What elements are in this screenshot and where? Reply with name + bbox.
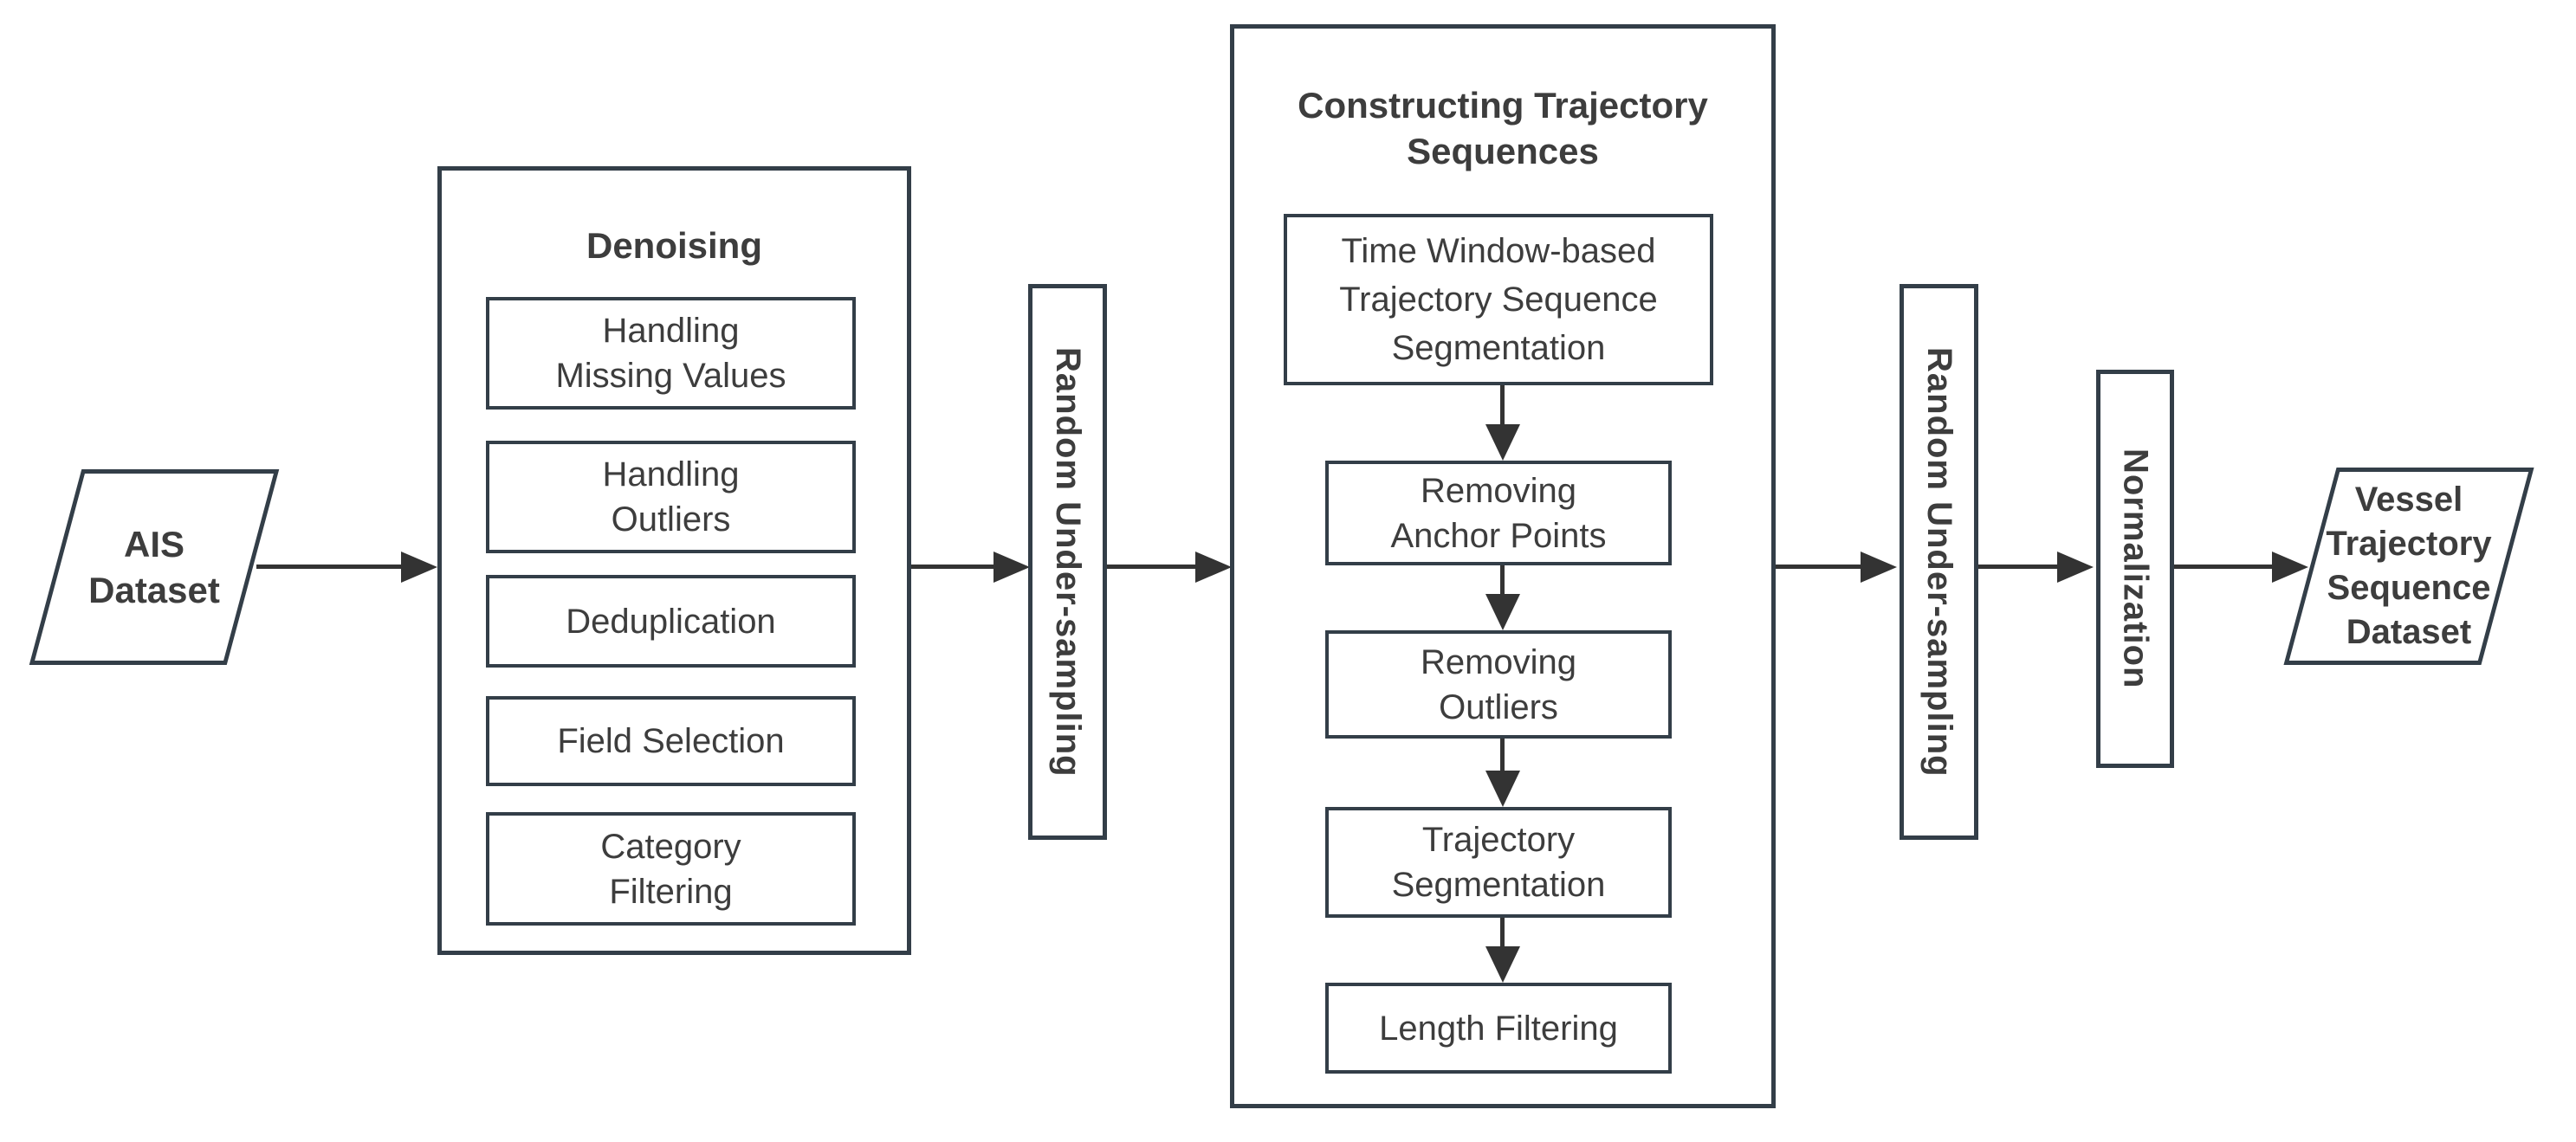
arrow-undersampling2-to-normalization [1978, 552, 2094, 583]
arrow-ais-to-denoising [256, 552, 437, 583]
step-length-filtering: Length Filtering [1325, 983, 1672, 1074]
step-handling-missing-values: Handling Missing Values [486, 297, 856, 410]
step-label: Removing Outliers [1420, 642, 1577, 726]
denoising-title: Denoising [586, 225, 762, 266]
step-time-window-segmentation: Time Window-based Trajectory Sequence Se… [1284, 214, 1713, 385]
step-label: Trajectory Segmentation [1391, 821, 1606, 904]
step-deduplication: Deduplication [486, 575, 856, 668]
step-removing-outliers: Removing Outliers [1325, 630, 1672, 739]
step-category-filtering: Category Filtering [486, 812, 856, 926]
denoising-container: Denoising Handling Missing Values Handli… [437, 166, 911, 955]
step-label: Removing Anchor Points [1390, 471, 1607, 555]
ais-dataset-label: AIS Dataset [88, 524, 220, 610]
arrow-segmentation-to-lengthfiltering [1485, 918, 1520, 983]
step-field-selection: Field Selection [486, 696, 856, 786]
normalization-node: Normalization [2096, 370, 2174, 768]
step-label: Handling Missing Values [555, 312, 786, 395]
constructing-trajectory-sequences-container: Constructing Trajectory Sequences Time W… [1230, 24, 1776, 1108]
arrow-anchorpoints-to-outliers [1485, 565, 1520, 630]
normalization-label: Normalization [2116, 448, 2155, 689]
vessel-trajectory-sequence-dataset-label: Vessel Trajectory Sequence Dataset [2326, 481, 2492, 651]
arrow-denoising-to-undersampling1 [911, 552, 1030, 583]
step-trajectory-segmentation: Trajectory Segmentation [1325, 807, 1672, 918]
constructing-trajectory-sequences-title: Constructing Trajectory Sequences [1298, 85, 1708, 171]
arrow-outliers-to-segmentation [1485, 739, 1520, 807]
arrow-undersampling1-to-constructing [1107, 552, 1232, 583]
step-label: Deduplication [566, 602, 776, 641]
vessel-trajectory-sequence-dataset-node: Vessel Trajectory Sequence Dataset [2283, 468, 2534, 665]
step-label: Length Filtering [1379, 1009, 1618, 1048]
ais-dataset-node: AIS Dataset [29, 469, 280, 665]
random-under-sampling-2-label: Random Under-sampling [1920, 346, 1958, 777]
step-handling-outliers: Handling Outliers [486, 441, 856, 553]
step-label: Category Filtering [600, 827, 741, 911]
step-label: Time Window-based Trajectory Sequence Se… [1339, 232, 1658, 367]
random-under-sampling-1-node: Random Under-sampling [1028, 284, 1107, 840]
step-label: Handling Outliers [602, 455, 740, 539]
random-under-sampling-1-label: Random Under-sampling [1049, 346, 1087, 777]
step-removing-anchor-points: Removing Anchor Points [1325, 461, 1672, 565]
random-under-sampling-2-node: Random Under-sampling [1900, 284, 1978, 840]
step-label: Field Selection [557, 722, 785, 760]
arrow-constructing-to-undersampling2 [1776, 552, 1897, 583]
arrow-timewindow-to-anchorpoints [1485, 385, 1520, 461]
arrow-normalization-to-vessel-dataset [2174, 552, 2308, 583]
